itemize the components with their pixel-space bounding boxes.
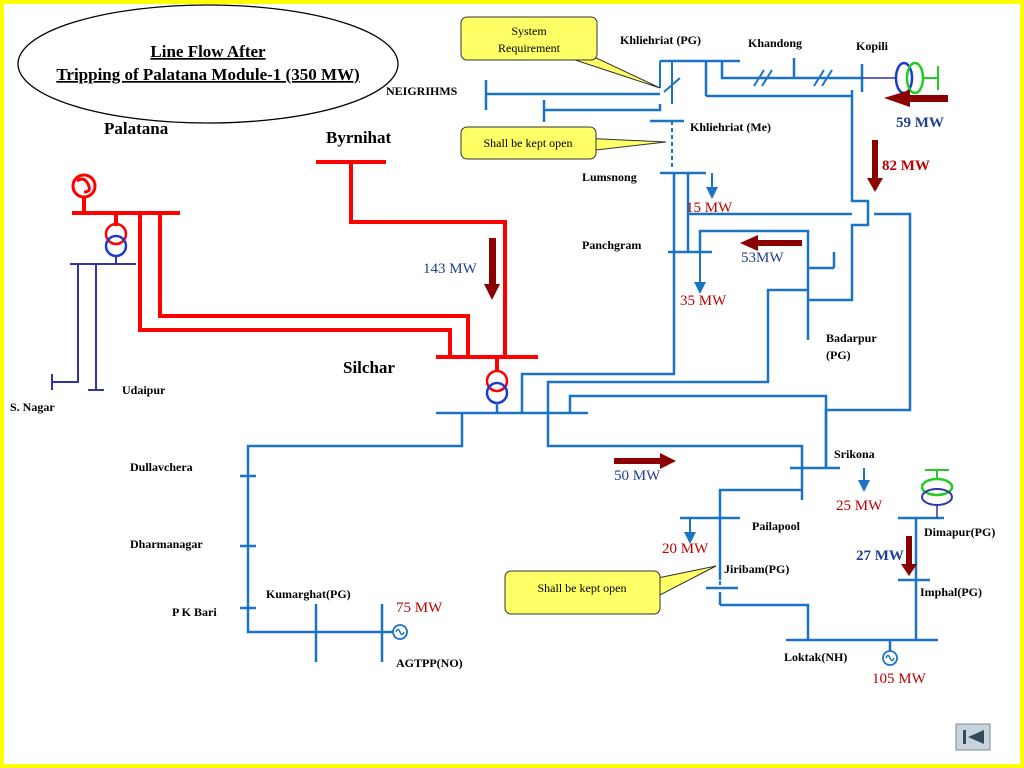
flow-pailapool: 20 MW	[662, 541, 709, 557]
load-arrows	[684, 173, 870, 544]
label-pailapool: Pailapool	[752, 519, 801, 533]
label-s-nagar: S. Nagar	[10, 400, 55, 414]
flow-byrnihat-silchar: 143 MW	[423, 261, 478, 277]
dimapur-generator-icon	[920, 469, 954, 518]
flow-srikona: 25 MW	[836, 498, 883, 514]
red-lines	[72, 160, 538, 372]
flow-panchgram-53: 53MW	[741, 250, 784, 266]
title-line-1: Line Flow After	[150, 42, 266, 61]
label-kopili: Kopili	[856, 39, 889, 53]
callout-system-line-1: System	[511, 24, 547, 38]
label-panchgram: Panchgram	[582, 238, 641, 252]
flow-khliehriat-82: 82 MW	[882, 158, 930, 174]
label-kumarghat: Kumarghat(PG)	[266, 587, 351, 601]
label-imphal: Imphal(PG)	[920, 585, 982, 599]
flow-kopili: 59 MW	[896, 115, 944, 131]
flow-dimapur-imphal: 27 MW	[856, 548, 904, 564]
flow-agtpp: 75 MW	[396, 600, 443, 616]
label-khliehriat-pg: Khliehriat (PG)	[620, 33, 701, 47]
label-khandong: Khandong	[748, 36, 802, 50]
open-bottom-callout: Shall be kept open	[504, 565, 717, 615]
loktak-generator-icon	[882, 650, 898, 666]
callout-open-top: Shall be kept open	[484, 136, 573, 150]
udaipur-lines	[51, 256, 136, 391]
label-lumsnong: Lumsnong	[582, 170, 637, 184]
skip-start-arrow-icon	[968, 730, 984, 744]
label-silchar: Silchar	[343, 358, 395, 377]
callout-open-bottom: Shall be kept open	[538, 581, 627, 595]
label-dimapur: Dimapur(PG)	[924, 525, 995, 539]
label-udaipur: Udaipur	[122, 383, 166, 397]
label-khliehriat-me: Khliehriat (Me)	[690, 120, 771, 134]
label-dharmanagar: Dharmanagar	[130, 537, 203, 551]
back-to-start-button[interactable]	[955, 723, 991, 751]
label-loktak: Loktak(NH)	[784, 650, 847, 664]
label-neigrihms: NEIGRIHMS	[386, 84, 458, 98]
label-pk-bari: P K Bari	[172, 605, 217, 619]
label-dullavchera: Dullavchera	[130, 460, 193, 474]
flow-lumsnong: 15 MW	[686, 200, 733, 216]
label-byrnihat: Byrnihat	[326, 128, 392, 147]
open-top-callout: Shall be kept open	[460, 126, 667, 160]
kopili-generator-icon	[862, 61, 939, 95]
silchar-transformer-icon	[485, 369, 509, 405]
label-agtpp: AGTPP(NO)	[396, 656, 463, 670]
title-ellipse	[17, 4, 399, 124]
flow-panchgram-35: 35 MW	[680, 293, 727, 309]
label-palatana: Palatana	[104, 119, 169, 138]
label-badarpur-pg: (PG)	[826, 348, 851, 362]
blue-lines	[240, 58, 944, 662]
palatana-generator-icon	[71, 173, 97, 199]
callout-system-line-2: Requirement	[498, 41, 561, 55]
flow-arrows	[484, 90, 948, 576]
label-jiribam: Jiribam(PG)	[724, 562, 789, 576]
agtpp-generator-icon	[392, 624, 408, 640]
label-srikona: Srikona	[834, 447, 875, 461]
label-badarpur: Badarpur	[826, 331, 877, 345]
breaker-slashes	[659, 61, 833, 104]
system-requirement-callout: System Requirement	[460, 16, 661, 89]
flow-silchar-srikona: 50 MW	[614, 468, 661, 484]
palatana-transformer-icon	[104, 222, 128, 258]
flow-loktak: 105 MW	[872, 671, 927, 687]
skip-start-icon	[963, 730, 966, 744]
title-line-2: Tripping of Palatana Module-1 (350 MW)	[56, 65, 359, 84]
